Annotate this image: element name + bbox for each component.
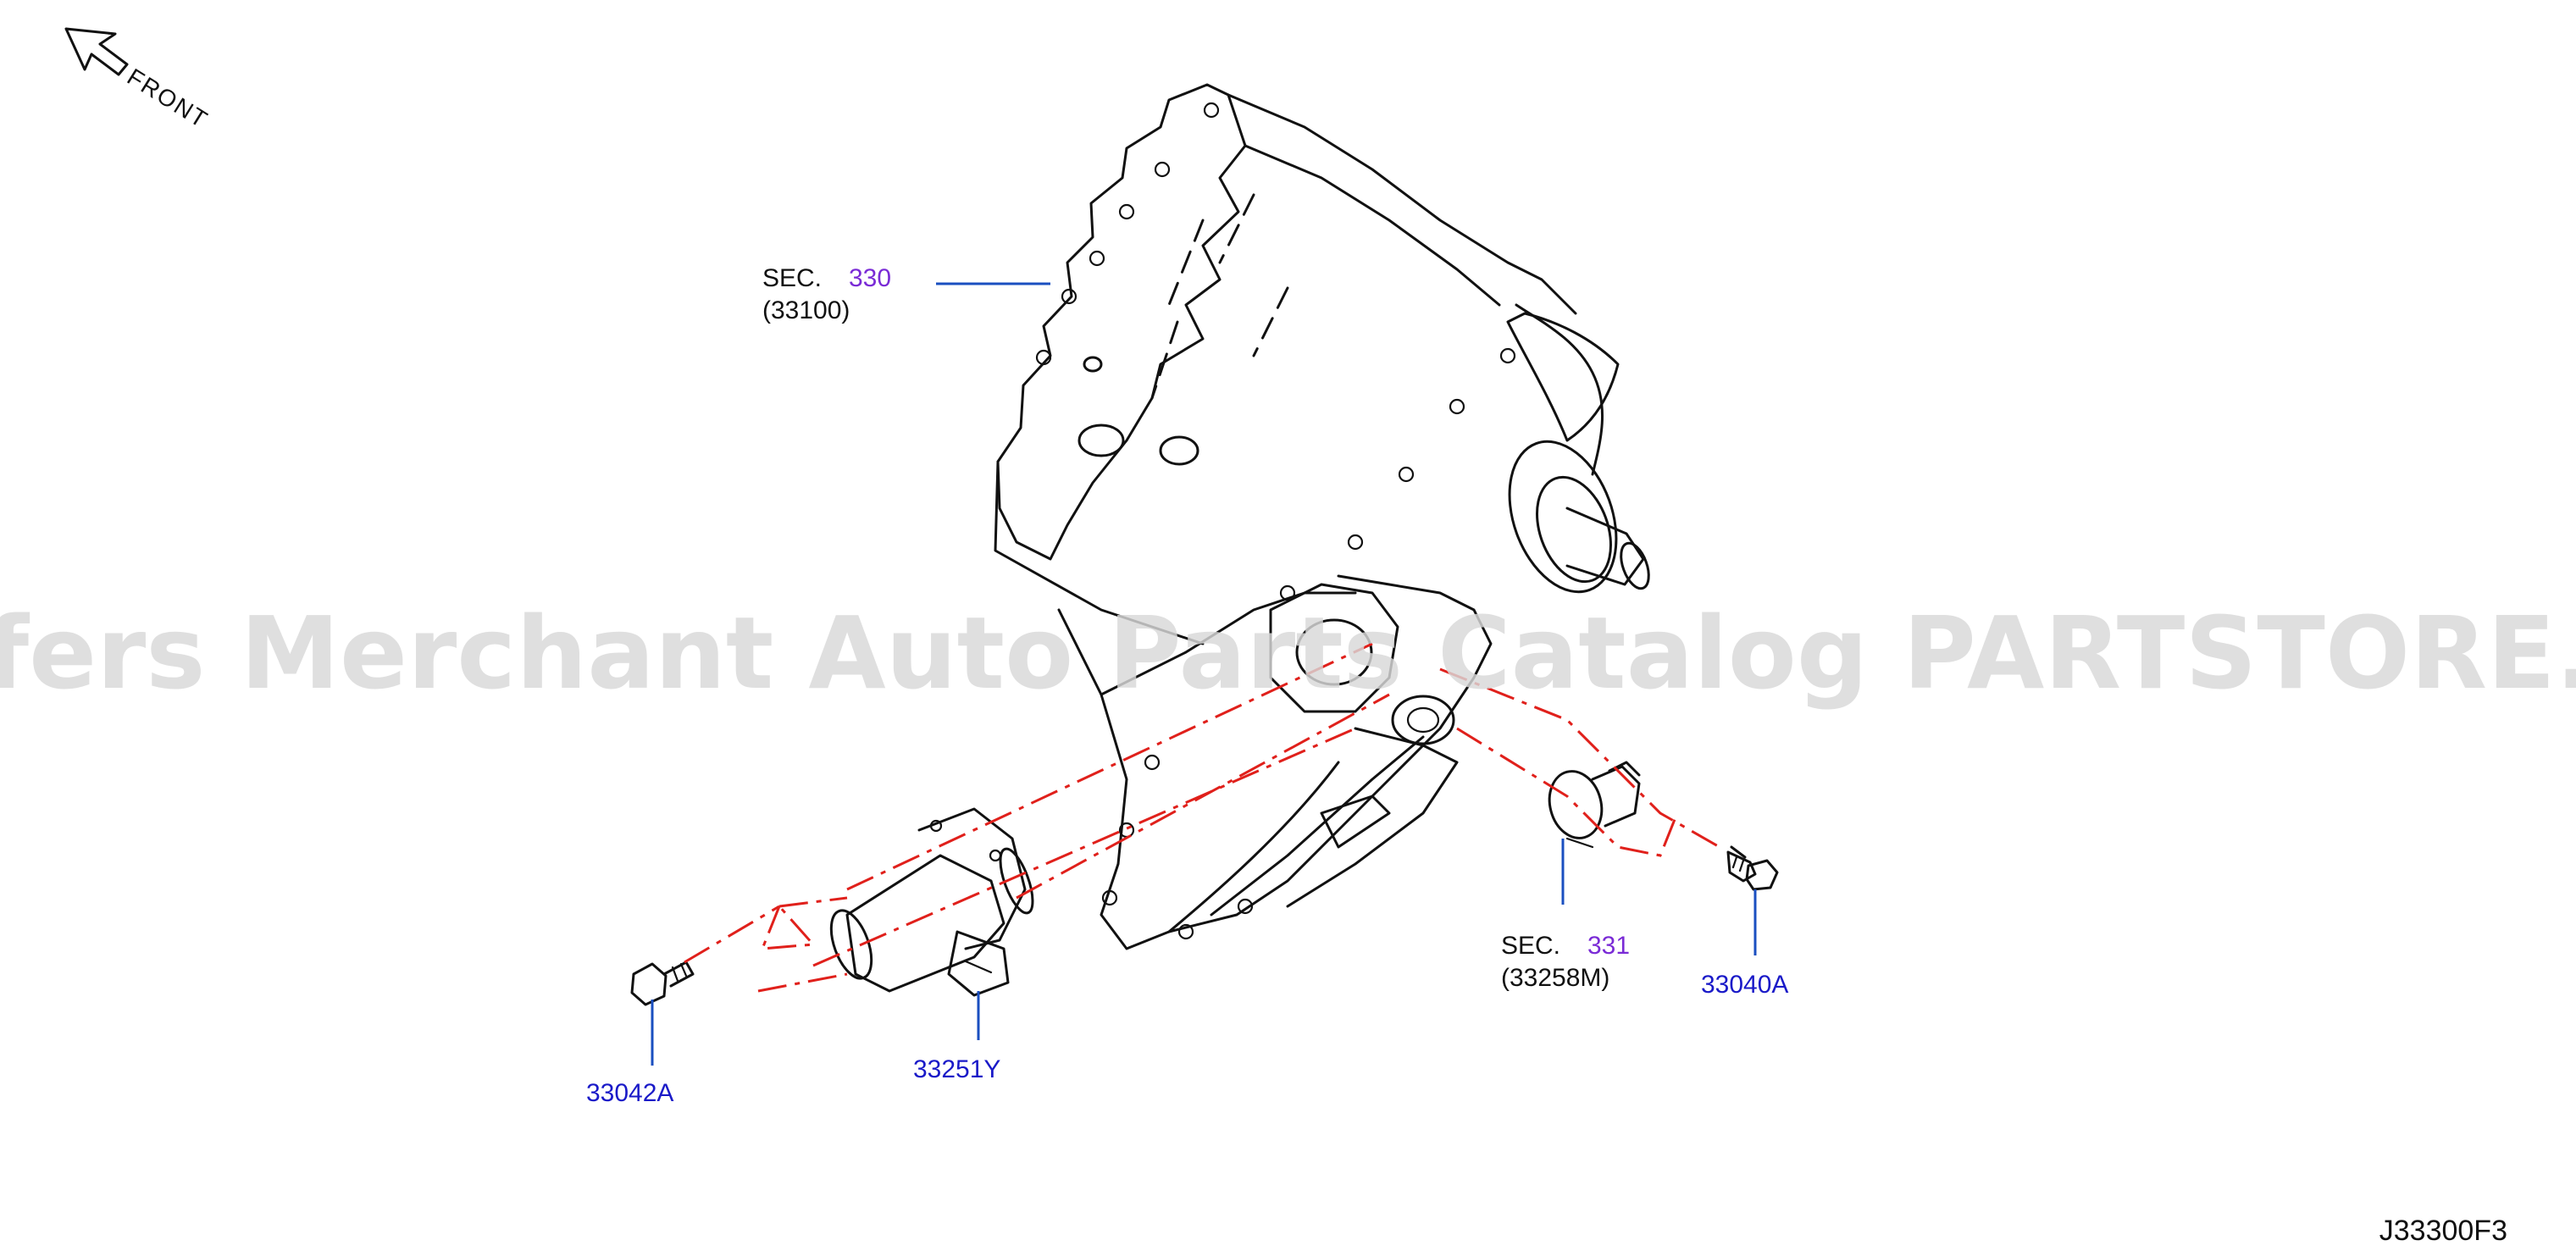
callout-sensor[interactable]: SEC. 331 (33258M) [1501, 932, 1630, 992]
part-number-33040a[interactable]: 33040A [1701, 971, 1788, 999]
sec-prefix-330: SEC. [762, 264, 822, 292]
callout-transfer-case[interactable]: SEC. 330 (33100) [762, 264, 891, 324]
part-number-33042a[interactable]: 33042A [586, 1079, 673, 1107]
bolt-right [1726, 845, 1779, 891]
actuator-motor [829, 807, 1034, 997]
diagram-code: J33300F3 [2379, 1215, 2507, 1247]
front-label: FRONT [123, 64, 213, 134]
sec-prefix-331: SEC. [1501, 932, 1560, 960]
transfer-case-housing [994, 83, 1650, 950]
sec-number-330[interactable]: 330 [849, 264, 891, 292]
watermark-text: Offers Merchant Auto Parts Catalog PARTS… [0, 595, 2576, 712]
sensor [1548, 761, 1641, 849]
sub-number-33100: (33100) [762, 296, 850, 324]
sec-number-331[interactable]: 331 [1587, 932, 1630, 960]
phantom-lines [684, 642, 1720, 993]
sub-number-33258m: (33258M) [1501, 964, 1609, 992]
part-number-33251y[interactable]: 33251Y [913, 1055, 1000, 1083]
front-arrow-icon [64, 27, 129, 76]
bolt-left [630, 961, 695, 1006]
leader-lines [651, 282, 1757, 1066]
